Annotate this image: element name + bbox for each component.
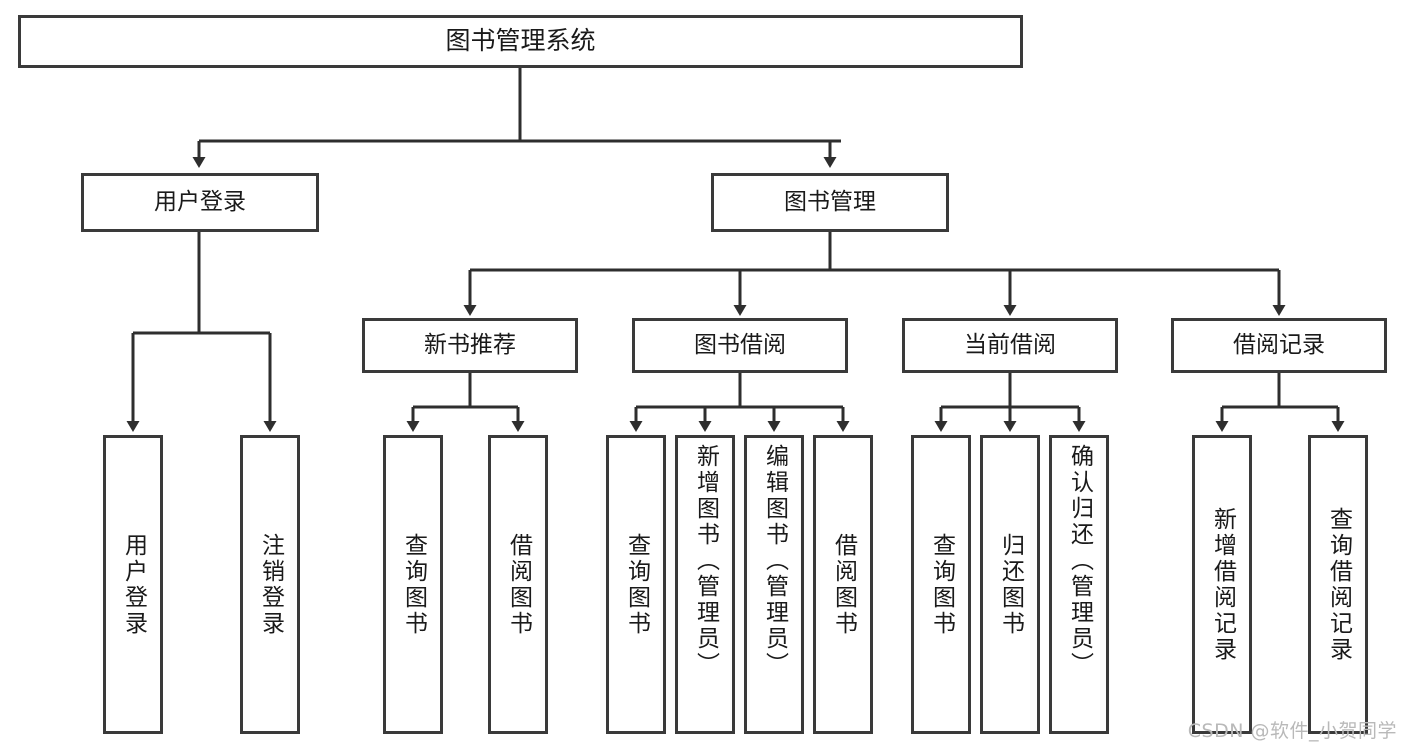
node-borrow-record[interactable]: 借阅记录 — [1171, 318, 1387, 373]
node-label: 借阅图书 — [505, 532, 532, 637]
node-label: 当前借阅 — [964, 332, 1056, 359]
node-book-management[interactable]: 图书管理 — [711, 173, 949, 232]
node-book-borrow[interactable]: 图书借阅 — [632, 318, 848, 373]
node-label: 图书借阅 — [694, 332, 786, 359]
node-label: 图书管理系统 — [445, 26, 596, 56]
node-label: 图书管理 — [784, 189, 876, 216]
leaf-text-wrap: 借阅图书 — [491, 438, 545, 731]
node-label: 查询图书 — [400, 532, 427, 637]
leaf-borrow-book-borrow[interactable]: 借阅图书 — [813, 435, 873, 734]
node-label: 用户登录 — [154, 189, 246, 216]
node-label: 借阅记录 — [1233, 332, 1325, 359]
node-label: 确认归还（管理员） — [1066, 444, 1093, 678]
node-label: 查询借阅记录 — [1325, 506, 1352, 663]
node-root-system[interactable]: 图书管理系统 — [18, 15, 1023, 68]
leaf-add-book-admin[interactable]: 新增图书（管理员） — [675, 435, 735, 734]
leaf-confirm-return-admin[interactable]: 确认归还（管理员） — [1049, 435, 1109, 734]
leaf-text-wrap: 借阅图书 — [816, 438, 870, 731]
node-label: 归还图书 — [997, 532, 1024, 637]
leaf-text-wrap: 新增借阅记录 — [1195, 438, 1249, 731]
leaf-logout[interactable]: 注销登录 — [240, 435, 300, 734]
node-label: 新增借阅记录 — [1209, 506, 1236, 663]
watermark-text: CSDN @软件_小贺同学 — [1187, 720, 1397, 742]
leaf-borrow-book-newbook[interactable]: 借阅图书 — [488, 435, 548, 734]
leaf-add-borrow-record[interactable]: 新增借阅记录 — [1192, 435, 1252, 734]
node-label: 查询图书 — [623, 532, 650, 637]
node-label: 编辑图书（管理员） — [761, 444, 788, 678]
node-label: 用户登录 — [120, 532, 147, 637]
leaf-text-wrap: 查询借阅记录 — [1311, 438, 1365, 731]
leaf-text-wrap: 查询图书 — [609, 438, 663, 731]
leaf-query-book-borrow[interactable]: 查询图书 — [606, 435, 666, 734]
leaf-text-wrap: 新增图书（管理员） — [678, 438, 732, 731]
leaf-text-wrap: 编辑图书（管理员） — [747, 438, 801, 731]
leaf-edit-book-admin[interactable]: 编辑图书（管理员） — [744, 435, 804, 734]
node-label: 新书推荐 — [424, 332, 516, 359]
node-label: 新增图书（管理员） — [692, 444, 719, 678]
leaf-user-login[interactable]: 用户登录 — [103, 435, 163, 734]
node-current-borrow[interactable]: 当前借阅 — [902, 318, 1118, 373]
leaf-text-wrap: 归还图书 — [983, 438, 1037, 731]
leaf-text-wrap: 注销登录 — [243, 438, 297, 731]
node-label: 查询图书 — [928, 532, 955, 637]
node-user-login[interactable]: 用户登录 — [81, 173, 319, 232]
leaf-text-wrap: 用户登录 — [106, 438, 160, 731]
node-label: 借阅图书 — [830, 532, 857, 637]
leaf-text-wrap: 查询图书 — [914, 438, 968, 731]
leaf-query-book-current[interactable]: 查询图书 — [911, 435, 971, 734]
leaf-query-borrow-record[interactable]: 查询借阅记录 — [1308, 435, 1368, 734]
node-new-book-recommend[interactable]: 新书推荐 — [362, 318, 578, 373]
leaf-query-book-newbook[interactable]: 查询图书 — [383, 435, 443, 734]
node-label: 注销登录 — [257, 532, 284, 637]
leaf-text-wrap: 确认归还（管理员） — [1052, 438, 1106, 731]
leaf-return-book[interactable]: 归还图书 — [980, 435, 1040, 734]
leaf-text-wrap: 查询图书 — [386, 438, 440, 731]
